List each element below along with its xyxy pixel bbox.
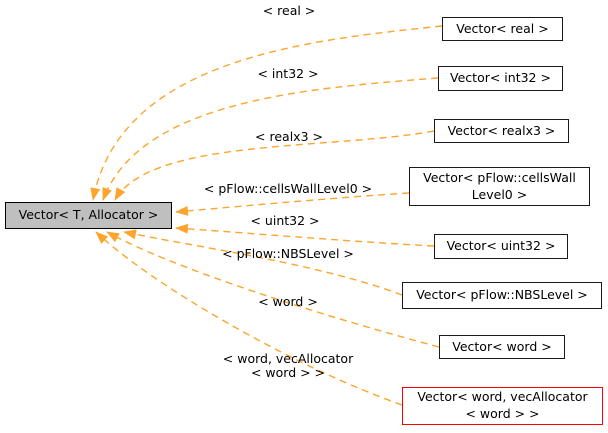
edge-int32: [102, 77, 439, 201]
edge-cellswall: [175, 192, 410, 216]
node-vector-word[interactable]: Vector< word >: [439, 335, 565, 359]
edge-realx3: [114, 130, 435, 201]
node-vector-template: Vector< T, Allocator >: [5, 202, 172, 229]
edge-label-nbslevel: < pFlow::NBSLevel >: [222, 246, 354, 261]
edge-label-realx3: < realx3 >: [255, 129, 323, 144]
edge-label-word: < word >: [258, 294, 318, 309]
edge-label-cellswalllevel0: < pFlow::cellsWallLevel0 >: [203, 181, 373, 196]
edge-uint32: [175, 223, 435, 247]
node-vector-word-vecallocator[interactable]: Vector< word, vecAllocator < word > >: [402, 387, 603, 425]
edge-word: [106, 231, 440, 348]
node-vector-nbslevel[interactable]: Vector< pFlow::NBSLevel >: [402, 282, 602, 309]
node-vector-uint32[interactable]: Vector< uint32 >: [434, 234, 568, 259]
node-vector-cellswalllevel0[interactable]: Vector< pFlow::cellsWall Level0 >: [409, 167, 590, 206]
edge-nbslevel: [123, 229, 403, 296]
node-vector-int32[interactable]: Vector< int32 >: [438, 66, 563, 91]
edge-label-real: < real >: [262, 3, 316, 18]
edge-real: [90, 25, 443, 201]
edge-word-vecalloc: [95, 231, 403, 406]
edge-label-uint32: < uint32 >: [250, 213, 320, 228]
node-vector-real[interactable]: Vector< real >: [442, 17, 563, 41]
node-vector-realx3[interactable]: Vector< realx3 >: [434, 119, 569, 143]
edge-label-int32: < int32 >: [257, 66, 319, 81]
edge-label-word-vecallocator: < word, vecAllocator < word > >: [222, 351, 354, 380]
